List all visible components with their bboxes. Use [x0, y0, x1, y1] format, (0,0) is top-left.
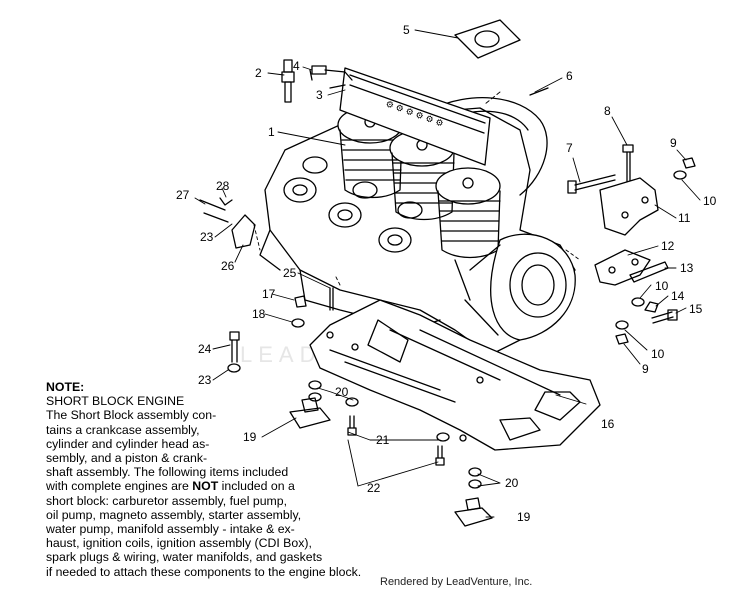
- callout-20-right: 20: [505, 476, 519, 490]
- engine-mount-left: [289, 397, 331, 429]
- washer-20-a: [308, 380, 322, 390]
- bolt-22-left: [347, 415, 357, 436]
- callout-12: 12: [661, 239, 675, 253]
- note-text: included on a: [221, 479, 295, 494]
- washer-18: [291, 318, 305, 328]
- bolt-22-right: [435, 445, 445, 466]
- washer-23-low: [227, 363, 241, 373]
- callout-2: 2: [255, 66, 262, 80]
- credit-text: Rendered by LeadVenture, Inc.: [380, 576, 533, 588]
- note-line: short block: carburetor assembly, fuel p…: [46, 493, 288, 508]
- callout-25: 25: [283, 266, 297, 280]
- note-heading: NOTE:: [46, 380, 85, 394]
- callout-16: 16: [601, 417, 615, 431]
- callout-13: 13: [680, 261, 694, 275]
- note-title: SHORT BLOCK ENGINE: [46, 394, 185, 409]
- bracket-26: [231, 214, 256, 249]
- callout-26: 26: [221, 259, 235, 273]
- callout-10-low: 10: [651, 347, 665, 361]
- callout-1: 1: [268, 125, 275, 139]
- magneto-housing: [454, 233, 576, 341]
- callout-15: 15: [689, 302, 703, 316]
- callout-19-left: 19: [243, 430, 257, 444]
- note-emphasis: NOT: [192, 479, 219, 494]
- washer-10-top: [673, 170, 687, 180]
- callout-20-left: 20: [335, 385, 349, 399]
- callout-9-low: 9: [642, 362, 649, 376]
- ignition-rail: ⚙ ⚙ ⚙ ⚙ ⚙ ⚙: [339, 67, 491, 166]
- callout-24: 24: [198, 342, 212, 356]
- bolt-27: [199, 199, 229, 223]
- callout-7: 7: [566, 141, 573, 155]
- plug-cap: [311, 65, 327, 75]
- note-line: The Short Block assembly con-: [46, 408, 217, 423]
- callout-23-low: 23: [198, 373, 212, 387]
- cylinder-3: [435, 167, 501, 259]
- bolt-15: [651, 309, 678, 324]
- washer-20-c: [345, 397, 359, 407]
- callout-4: 4: [293, 59, 300, 73]
- callout-23-top: 23: [200, 230, 214, 244]
- note-line: tains a crankcase assembly,: [46, 422, 200, 437]
- note-line: cylinder and cylinder head as-: [46, 436, 210, 451]
- bolt-28: [219, 197, 233, 206]
- head-gasket: [454, 19, 521, 59]
- nut-9-low: [615, 333, 629, 345]
- engine-mount-right: [454, 497, 493, 527]
- note-line: haust, ignition coils, ignition assembly…: [46, 536, 312, 551]
- callout-10-mid: 10: [655, 279, 669, 293]
- callout-3: 3: [316, 88, 323, 102]
- nut-9-top: [682, 157, 696, 169]
- washer-10-low: [615, 320, 629, 330]
- note-line: shaft assembly. The following items incl…: [46, 465, 289, 480]
- bracket-12: [594, 249, 651, 286]
- callout-11: 11: [678, 211, 691, 225]
- washer-14: [644, 301, 659, 313]
- callout-8: 8: [604, 104, 611, 118]
- bolt-24: [229, 331, 240, 363]
- spark-plug: [281, 59, 295, 103]
- intake-ports: [283, 156, 423, 253]
- callout-28: 28: [216, 179, 230, 193]
- callout-19-right: 19: [517, 510, 531, 524]
- washer-20-e: [468, 479, 482, 489]
- note-text: with complete engines are: [46, 479, 193, 494]
- leader-lines: [194, 29, 701, 518]
- note-line: sembly, and a piston & crank-: [46, 451, 208, 466]
- nut-17: [294, 295, 307, 308]
- stud-25: [329, 287, 334, 311]
- mounting-plate: [309, 299, 601, 451]
- bolt-7: [567, 174, 616, 194]
- note-line: if needed to attach these components to …: [46, 564, 362, 579]
- plug-wire: [309, 69, 353, 89]
- callout-21: 21: [376, 433, 390, 447]
- callout-6: 6: [566, 69, 573, 83]
- bracket-11: [599, 177, 659, 236]
- washer-20-d: [468, 467, 482, 477]
- short-block-note: NOTE: SHORT BLOCK ENGINE The Short Block…: [46, 380, 386, 579]
- note-line: oil pump, magneto assembly, starter asse…: [46, 507, 302, 522]
- callout-18: 18: [252, 307, 266, 321]
- callout-9-top: 9: [670, 136, 677, 150]
- callout-10-top: 10: [703, 194, 717, 208]
- callout-27: 27: [176, 188, 190, 202]
- note-line: spark plugs & wiring, water manifolds, a…: [46, 550, 323, 565]
- callout-22: 22: [367, 481, 381, 495]
- note-line-emphasis: with complete engines are NOT included o…: [46, 479, 386, 493]
- washer-21: [436, 432, 450, 442]
- pin: [529, 87, 549, 96]
- callout-14: 14: [671, 289, 685, 303]
- note-line: water pump, manifold assembly - intake &…: [46, 522, 295, 537]
- washer-20-b: [308, 392, 322, 402]
- callout-5: 5: [403, 23, 410, 37]
- callout-17: 17: [262, 287, 276, 301]
- callout-labels: 1 2 3 4 5 6 7 8 9 9 10 10 10 11 12 13 14…: [176, 23, 717, 524]
- washer-10-mid: [631, 297, 645, 307]
